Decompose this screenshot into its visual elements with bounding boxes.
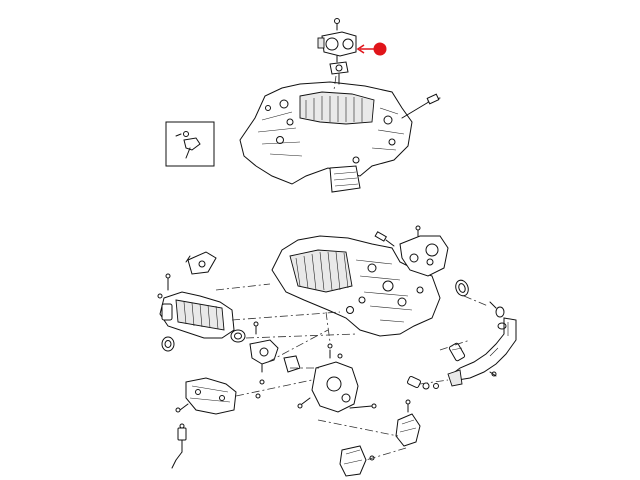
target-component — [317, 18, 357, 85]
sensor-part — [171, 423, 187, 469]
coolant-hose — [407, 279, 517, 390]
leader-lines — [215, 75, 489, 461]
lower-module — [297, 343, 421, 477]
callout-red-dot-icon — [373, 42, 387, 56]
upper-engine-block — [239, 81, 441, 193]
callout-marker — [356, 42, 387, 56]
detail-inset — [165, 121, 215, 167]
lower-engine-block — [271, 225, 449, 337]
